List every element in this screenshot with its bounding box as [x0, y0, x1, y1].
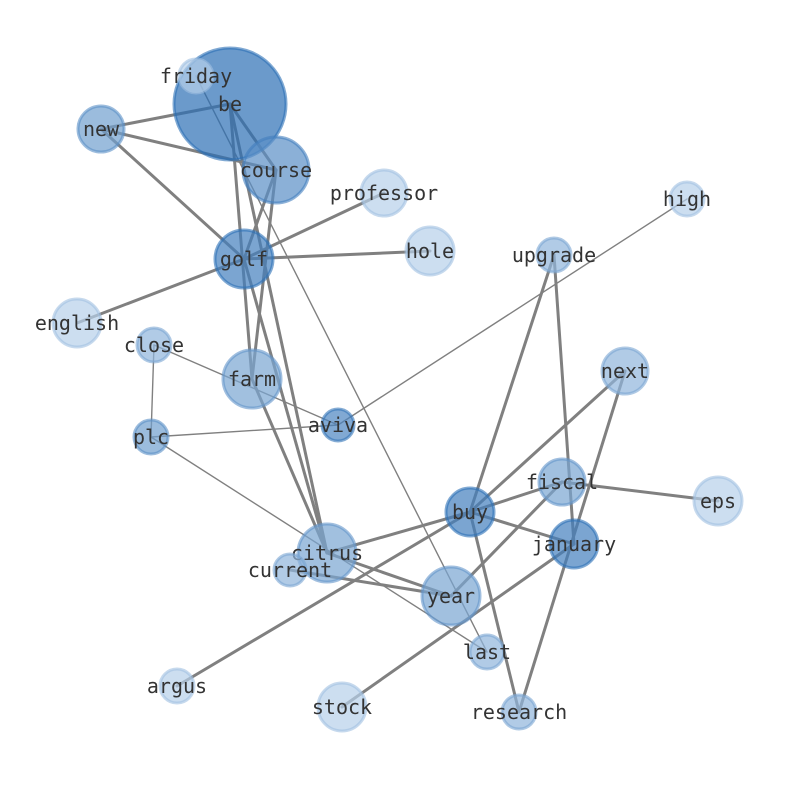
node-label-current: current — [248, 558, 332, 582]
edge-buy-research — [468, 510, 521, 714]
node-high[interactable]: high — [663, 180, 711, 218]
node-label-plc: plc — [133, 425, 169, 449]
node-last[interactable]: last — [463, 633, 511, 671]
node-professor[interactable]: professor — [330, 168, 438, 218]
edge-golf-hole — [242, 249, 432, 261]
node-label-stock: stock — [312, 695, 372, 719]
node-label-argus: argus — [147, 674, 207, 698]
node-label-year: year — [427, 584, 475, 608]
node-circle-english[interactable] — [51, 297, 103, 349]
node-circle-fiscal[interactable] — [537, 457, 587, 507]
node-circle-stock[interactable] — [316, 681, 368, 733]
node-plc[interactable]: plc — [132, 418, 170, 456]
node-eps[interactable]: eps — [692, 475, 744, 527]
node-circle-new[interactable] — [76, 104, 126, 154]
node-argus[interactable]: argus — [147, 667, 207, 705]
node-circle-next[interactable] — [600, 346, 650, 396]
node-current[interactable]: current — [248, 552, 332, 588]
node-circle-year[interactable] — [420, 565, 482, 627]
node-circle-research[interactable] — [500, 693, 538, 731]
node-fiscal[interactable]: fiscal — [526, 457, 598, 507]
node-research[interactable]: research — [471, 693, 567, 731]
edge-buy-argus — [175, 510, 472, 688]
node-label-professor: professor — [330, 181, 438, 205]
node-year[interactable]: year — [420, 565, 482, 627]
node-label-friday: friday — [160, 64, 232, 88]
node-next[interactable]: next — [600, 346, 650, 396]
node-circle-farm[interactable] — [221, 348, 283, 410]
node-label-high: high — [663, 187, 711, 211]
node-upgrade[interactable]: upgrade — [512, 236, 596, 274]
node-friday[interactable]: friday — [160, 57, 232, 95]
node-label-upgrade: upgrade — [512, 243, 596, 267]
node-new[interactable]: new — [76, 104, 126, 154]
edge-plc-aviva — [150, 424, 339, 438]
node-circle-last[interactable] — [468, 633, 506, 671]
node-label-buy: buy — [452, 500, 488, 524]
edge-golf-citrus — [242, 257, 329, 555]
node-label-course: course — [240, 158, 312, 182]
node-buy[interactable]: buy — [444, 486, 496, 538]
node-circle-current[interactable] — [272, 552, 308, 588]
node-january[interactable]: january — [532, 518, 616, 570]
node-label-next: next — [601, 359, 649, 383]
node-label-close: close — [124, 333, 184, 357]
node-english[interactable]: english — [35, 297, 119, 349]
node-label-hole: hole — [406, 239, 454, 263]
node-label-research: research — [471, 700, 567, 724]
node-label-last: last — [463, 640, 511, 664]
node-circle-plc[interactable] — [132, 418, 170, 456]
node-label-january: january — [532, 532, 616, 556]
edge-fiscal-eps — [560, 480, 720, 503]
node-circle-eps[interactable] — [692, 475, 744, 527]
node-citrus[interactable]: citrus — [291, 522, 363, 584]
node-label-new: new — [83, 117, 120, 141]
node-label-fiscal: fiscal — [526, 470, 598, 494]
node-golf[interactable]: golf — [213, 228, 275, 290]
node-circle-high[interactable] — [668, 180, 706, 218]
node-label-farm: farm — [228, 367, 276, 391]
node-circle-january[interactable] — [548, 518, 600, 570]
node-circle-hole[interactable] — [404, 225, 456, 277]
node-label-aviva: aviva — [308, 413, 368, 437]
node-circle-upgrade[interactable] — [535, 236, 573, 274]
node-circle-course[interactable] — [241, 135, 311, 205]
node-course[interactable]: course — [240, 135, 312, 205]
node-hole[interactable]: hole — [404, 225, 456, 277]
node-circle-professor[interactable] — [359, 168, 409, 218]
node-circle-friday[interactable] — [177, 57, 215, 95]
node-close[interactable]: close — [124, 326, 184, 364]
node-circle-citrus[interactable] — [296, 522, 358, 584]
node-circle-buy[interactable] — [444, 486, 496, 538]
nodes-layer: be friday new course professor high golf hole up… — [35, 46, 744, 733]
node-stock[interactable]: stock — [312, 681, 372, 733]
node-label-eps: eps — [700, 489, 736, 513]
node-aviva[interactable]: aviva — [308, 407, 368, 443]
edge-upgrade-buy — [468, 253, 556, 514]
edge-next-buy — [468, 369, 627, 514]
node-circle-aviva[interactable] — [320, 407, 356, 443]
edge-high-aviva — [337, 198, 688, 426]
node-label-english: english — [35, 311, 119, 335]
edge-new-golf — [99, 127, 246, 261]
edge-farm-citrus — [250, 377, 329, 555]
node-circle-close[interactable] — [135, 326, 173, 364]
node-label-golf: golf — [220, 247, 268, 271]
node-circle-argus[interactable] — [158, 667, 196, 705]
node-label-be: be — [218, 92, 242, 116]
node-circle-golf[interactable] — [213, 228, 275, 290]
node-farm[interactable]: farm — [221, 348, 283, 410]
